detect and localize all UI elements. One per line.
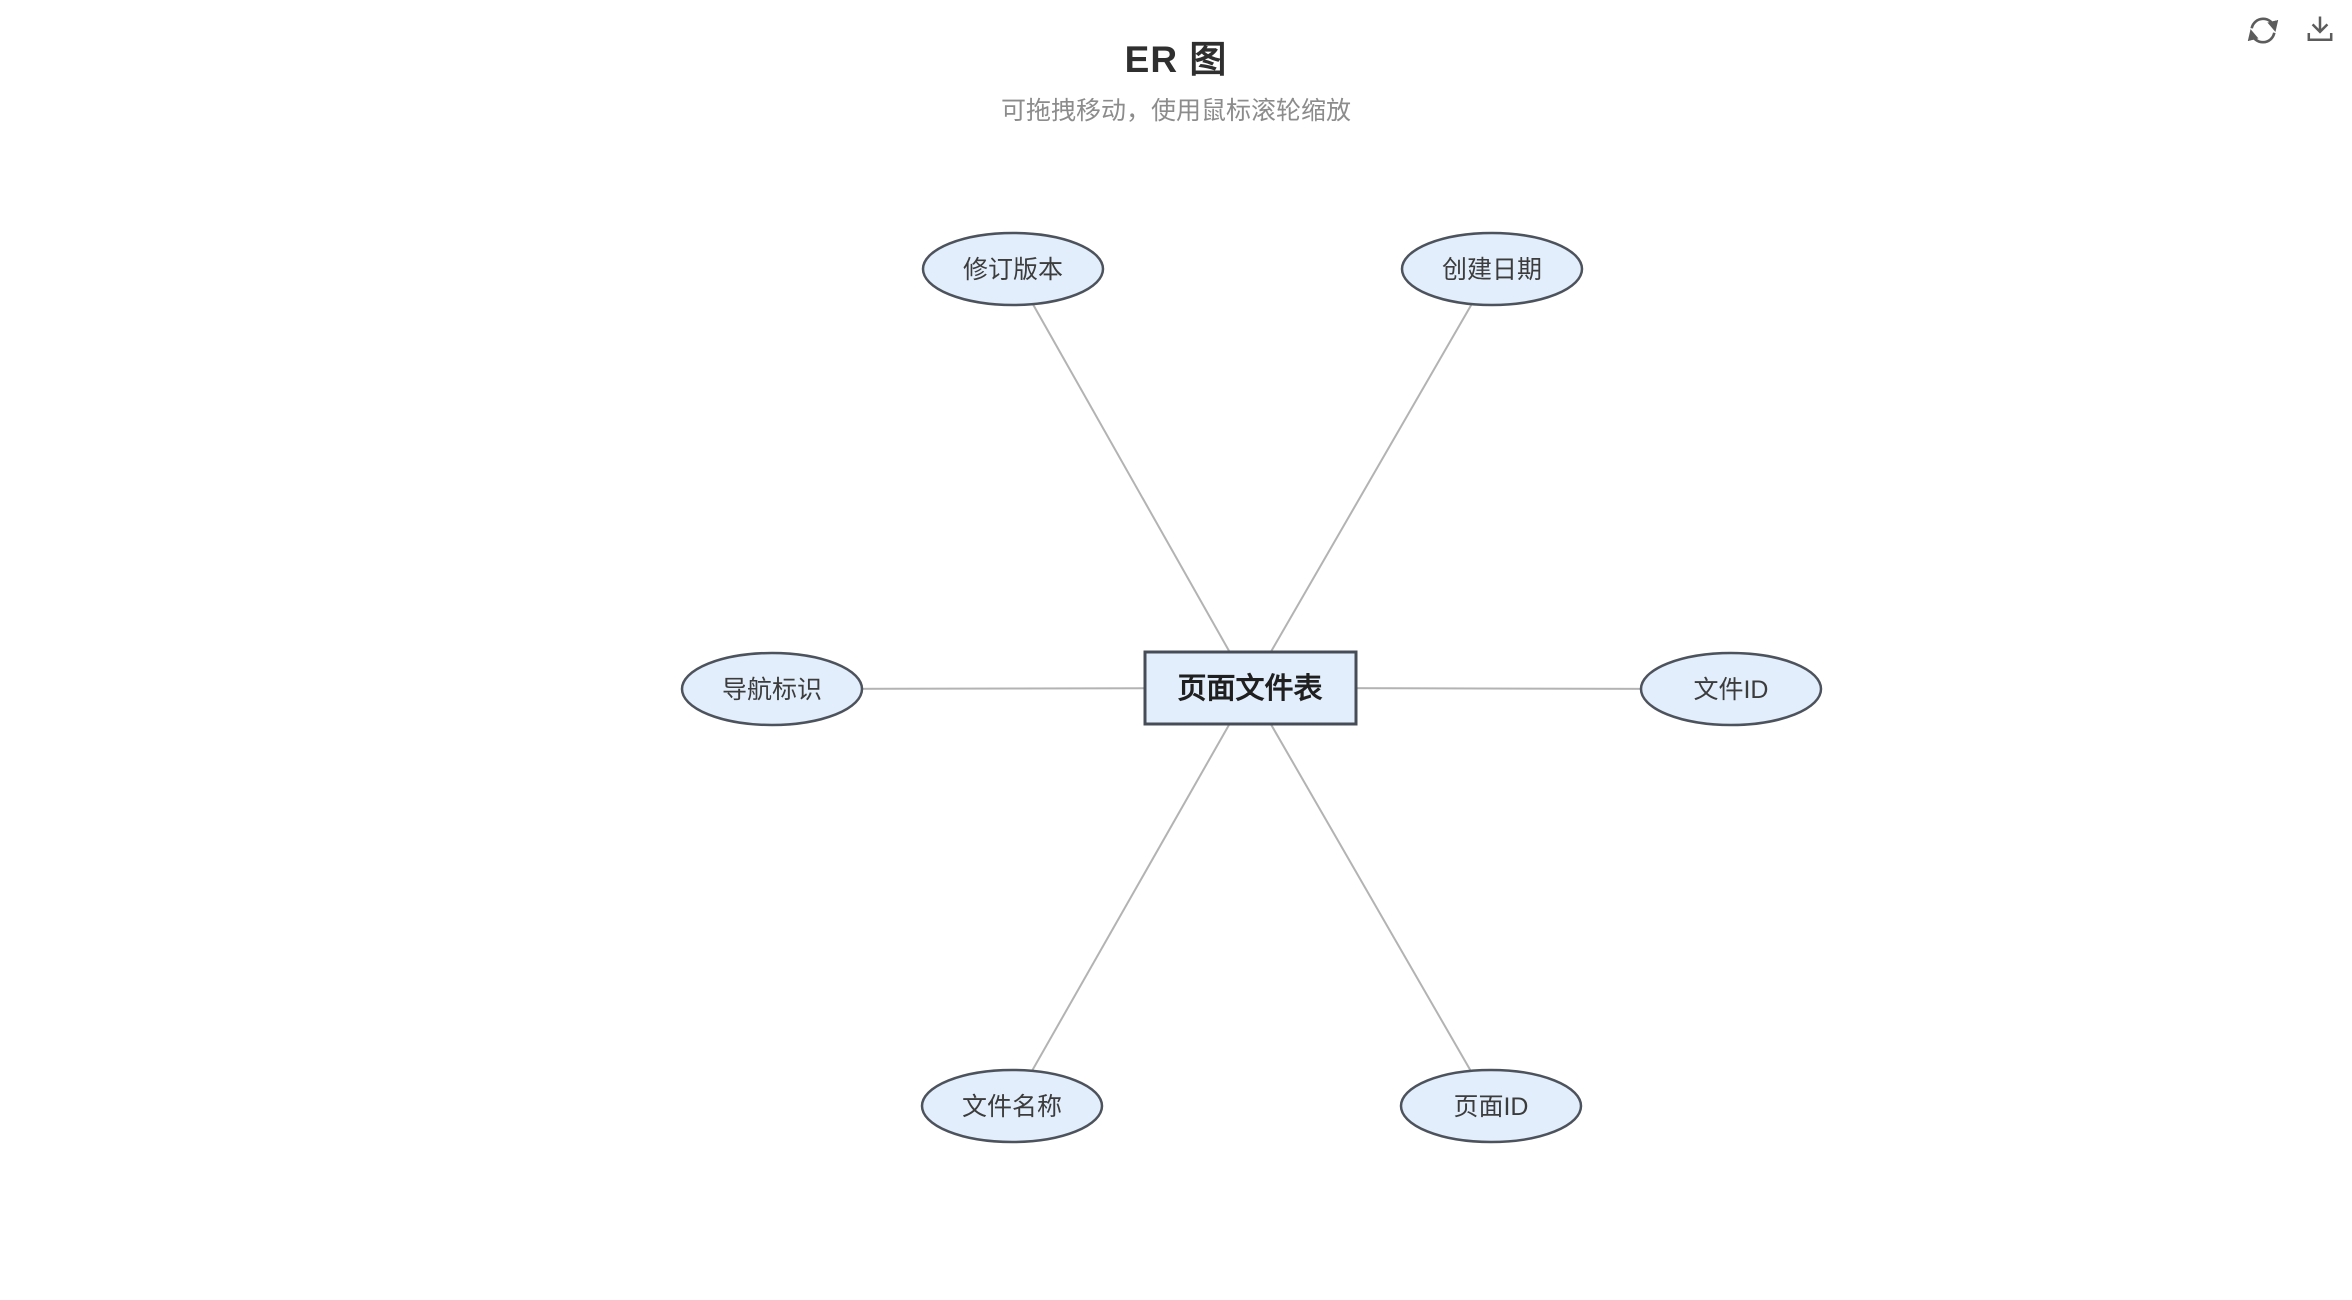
refresh-button[interactable] [2244,11,2282,49]
attr-ellipse [920,1068,1104,1144]
er-edge [1011,687,1251,1107]
toolbar [2244,11,2339,49]
attr-label: 文件名称 [962,1093,1062,1121]
attr-ellipse [921,231,1105,307]
attr-ellipse [1399,1068,1583,1144]
download-button[interactable] [2301,11,2339,49]
attr-node-revision-version[interactable]: 修订版本 [921,231,1105,307]
attr-label: 创建日期 [1442,256,1542,284]
attr-ellipse [1639,651,1823,727]
entity-rect [1143,650,1358,726]
attr-node-nav-id[interactable]: 导航标识 [680,651,864,727]
attr-node-page-id[interactable]: 页面ID [1399,1068,1583,1144]
attr-node-file-name[interactable]: 文件名称 [920,1068,1104,1144]
entity-node-page-file-table[interactable]: 页面文件表 [1143,650,1358,726]
attr-label: 页面ID [1453,1093,1528,1121]
download-icon [2307,16,2333,42]
er-edge [1249,268,1493,689]
attr-ellipse [1400,231,1584,307]
attr-label: 导航标识 [722,676,822,704]
attr-node-create-date[interactable]: 创建日期 [1400,231,1584,307]
attr-node-file-id[interactable]: 文件ID [1639,651,1823,727]
refresh-icon [2247,17,2279,44]
attr-ellipse [680,651,864,727]
attr-label: 文件ID [1693,676,1768,704]
entity-label: 页面文件表 [1177,671,1322,705]
er-edge [1012,268,1251,689]
attr-label: 修订版本 [963,256,1063,284]
er-edge [1249,687,1492,1107]
